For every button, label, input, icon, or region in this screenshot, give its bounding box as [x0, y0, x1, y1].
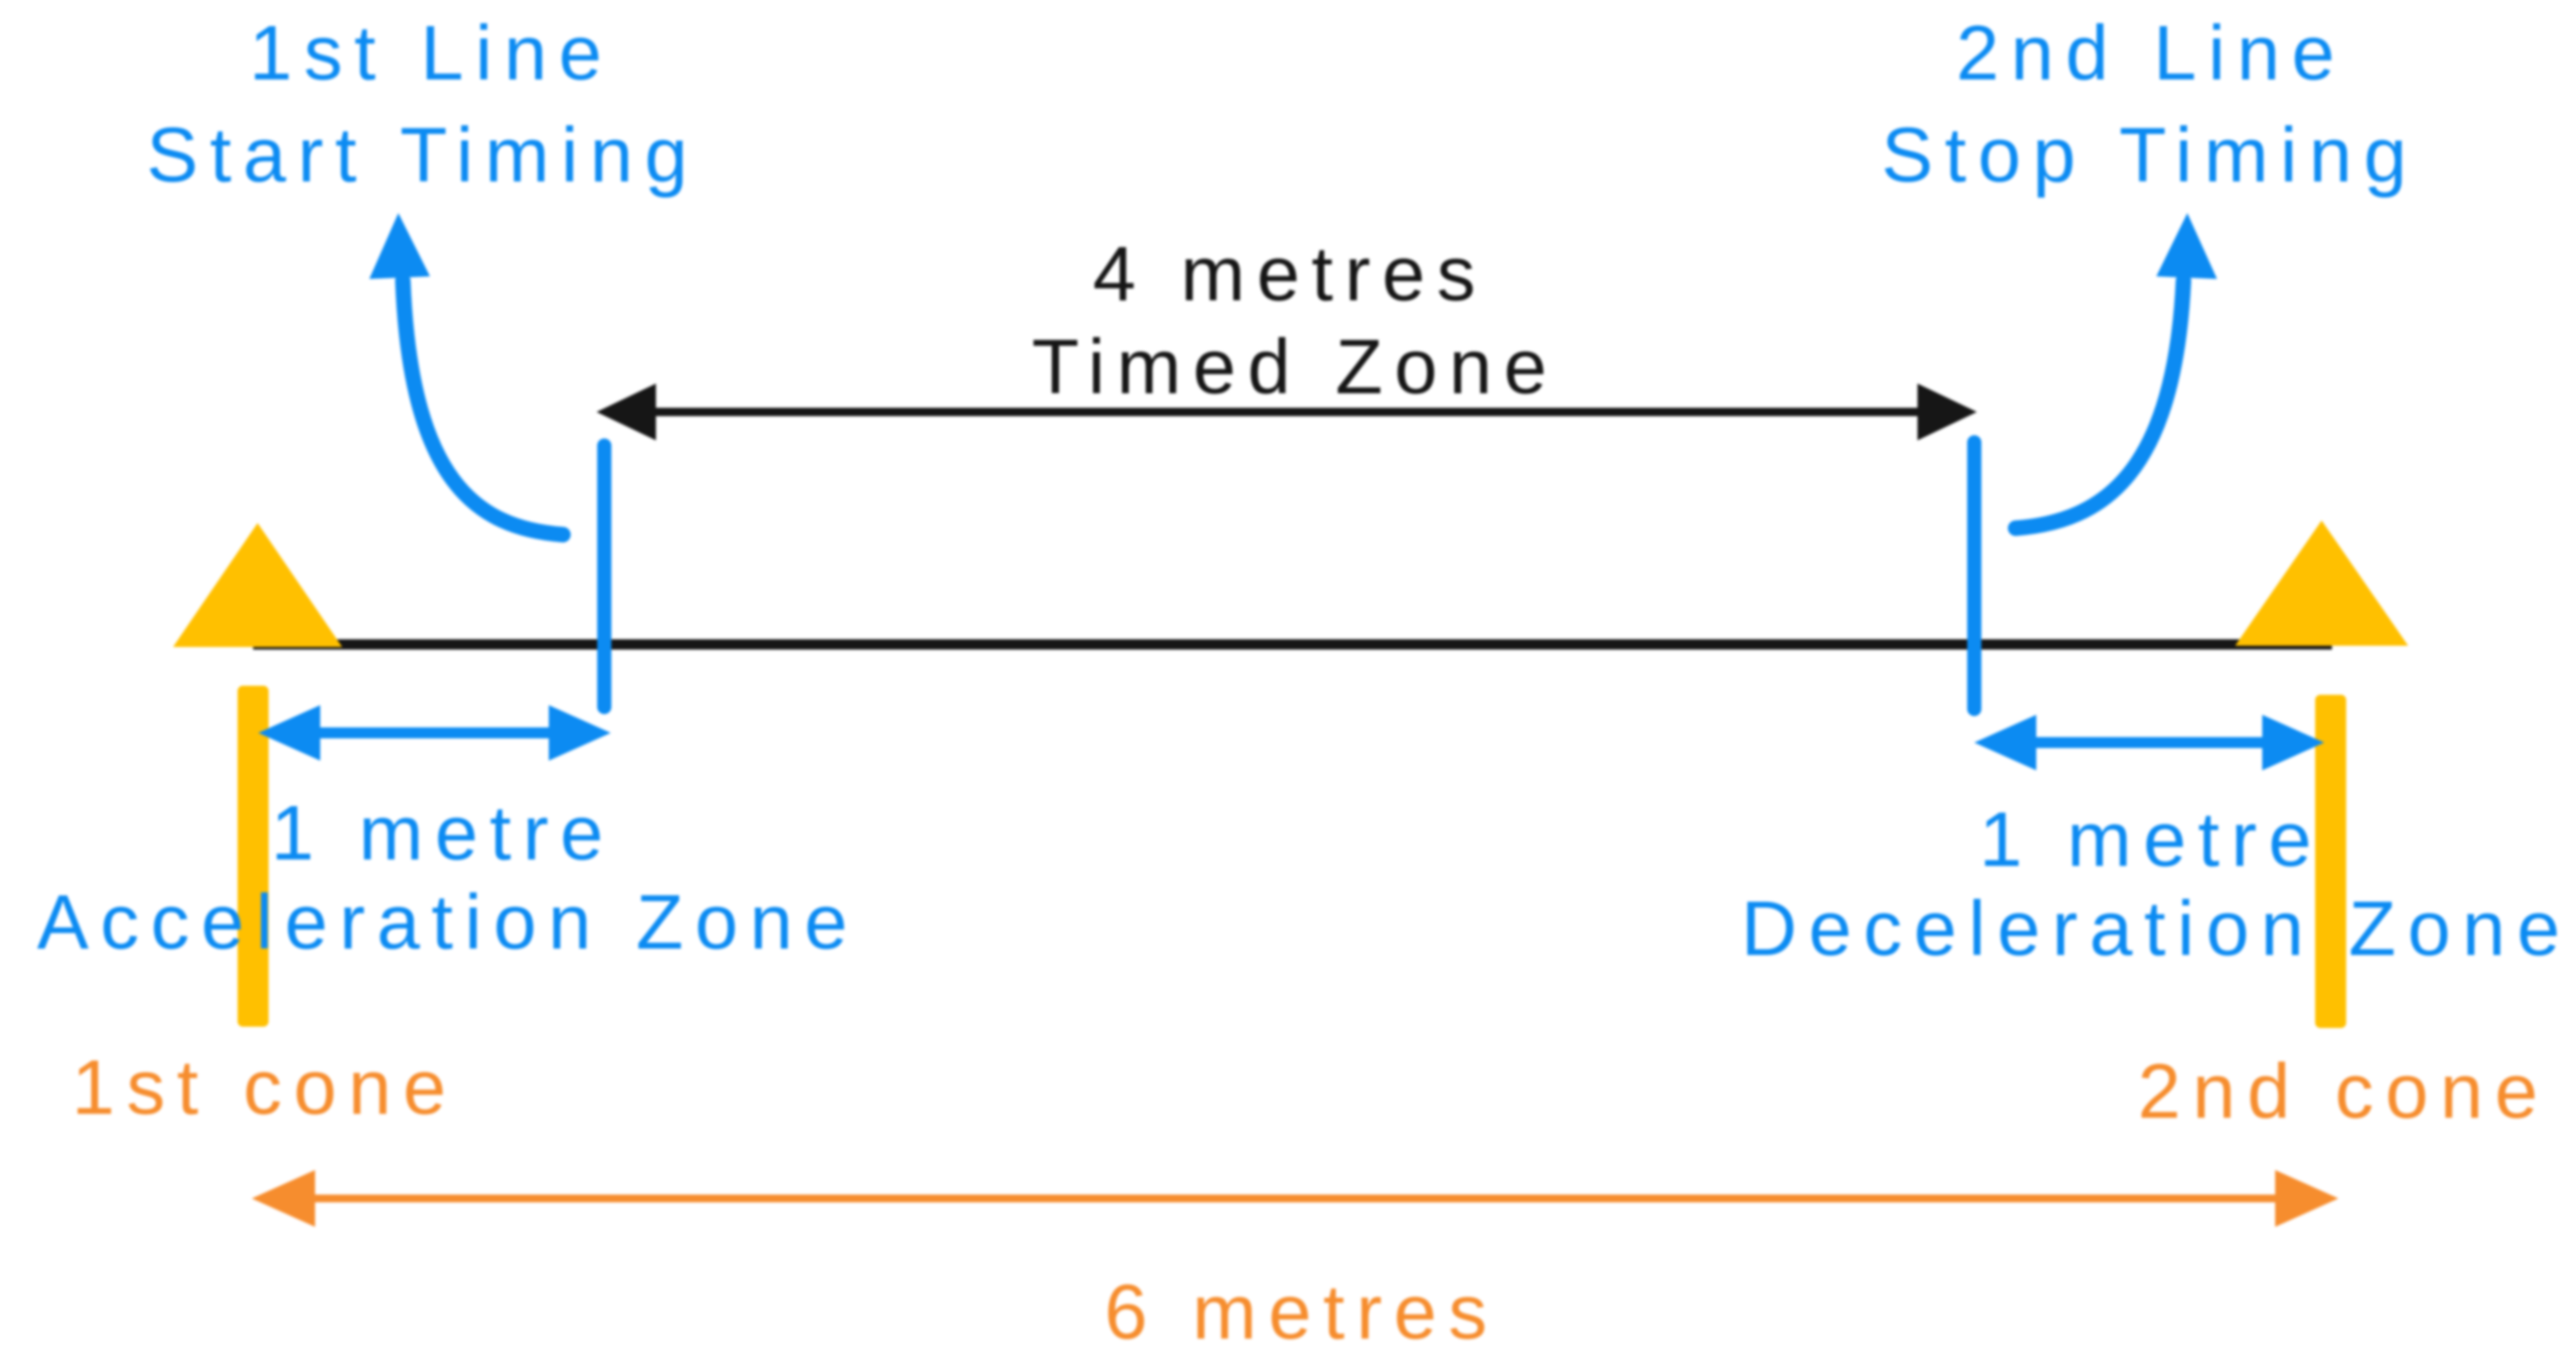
first-cone-label: 1st cone — [72, 1044, 458, 1131]
timed-zone-label-line1: 4 metres — [1092, 231, 1487, 317]
deceleration-zone-label-line2: Deceleration Zone — [1741, 885, 2572, 972]
stop-line-pointer-arrowhead — [2156, 213, 2217, 279]
acceleration-zone-label-line1: 1 metre — [271, 790, 615, 876]
deceleration-zone-arrow — [1974, 715, 2324, 770]
first-cone-triangle — [173, 523, 342, 647]
total-distance-arrowhead-right — [2275, 1170, 2338, 1227]
start-timing-label-line2: Start Timing — [146, 112, 700, 198]
acceleration-zone-arrowhead-left — [258, 705, 320, 761]
total-distance-label: 6 metres — [1104, 1269, 1499, 1355]
acceleration-zone-label-line2: Acceleration Zone — [37, 879, 859, 965]
timed-zone-arrowhead-left — [597, 384, 656, 440]
deceleration-zone-arrowhead-right — [2262, 715, 2324, 770]
stop-line-pointer-arrow — [2008, 213, 2217, 536]
first-cone-marker-bar — [238, 686, 269, 1027]
deceleration-zone-label-line1: 1 metre — [1979, 796, 2324, 883]
total-distance-arrow — [252, 1170, 2338, 1227]
second-cone-marker-bar — [2315, 695, 2346, 1028]
start-line-pointer-arrow — [369, 213, 571, 542]
deceleration-zone-arrowhead-left — [1974, 715, 2036, 770]
start-line-pointer-curve — [395, 273, 571, 542]
acceleration-zone-arrow — [258, 705, 611, 761]
second-cone-label: 2nd cone — [2138, 1048, 2550, 1135]
start-line-pointer-arrowhead — [369, 213, 430, 279]
acceleration-zone-arrowhead-right — [549, 705, 611, 761]
timed-zone-arrow — [597, 384, 1977, 440]
timed-zone-label-line2: Timed Zone — [1032, 324, 1559, 410]
stop-line-pointer-curve — [2008, 273, 2191, 536]
stop-timing-label-line1: 2nd Line — [1956, 10, 2347, 96]
stop-timing-label-line2: Stop Timing — [1881, 112, 2418, 198]
timed-zone-arrowhead-right — [1917, 384, 1977, 440]
start-timing-label-line1: 1st Line — [249, 10, 614, 96]
total-distance-arrowhead-left — [252, 1170, 315, 1227]
second-cone-triangle — [2235, 520, 2408, 646]
